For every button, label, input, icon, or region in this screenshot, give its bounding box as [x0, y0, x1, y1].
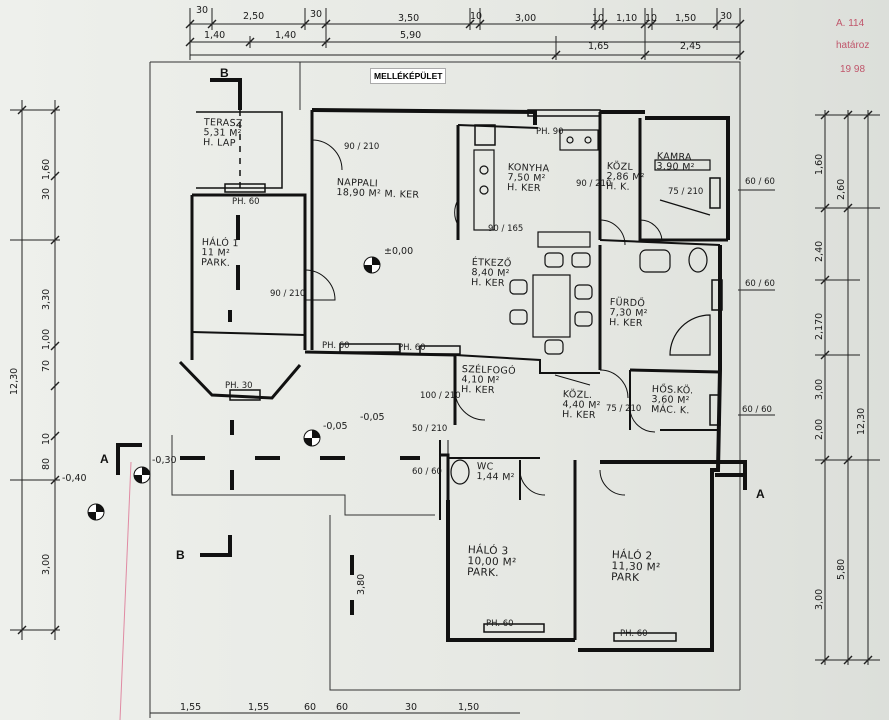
dim-top-3: 30: [310, 9, 323, 20]
axis-marks: [180, 215, 420, 615]
section-label-a-left: A: [100, 452, 109, 466]
dim-left-7: 1,00: [41, 328, 52, 350]
margin-line: [119, 461, 132, 720]
opening-door-90-210-b: 90 / 210: [270, 289, 306, 299]
dim-top-9: 10: [645, 13, 658, 24]
stamp-line2: határoz: [836, 40, 870, 51]
windows: [224, 109, 723, 642]
section-label-b-top: B: [220, 66, 229, 80]
opening-window-60-60-b: 60 / 60: [745, 279, 775, 289]
dim-top2-5: 2,45: [680, 41, 702, 52]
section-markers: [116, 78, 747, 557]
furniture: [450, 129, 711, 485]
doors: [304, 139, 663, 496]
level-markers: [87, 256, 381, 521]
opening-door-75-210: 75 / 210: [668, 187, 704, 197]
opening-90-165: 90 / 165: [488, 224, 524, 234]
dim-right-5: 2,40: [814, 240, 825, 262]
level-terrace: -0,05: [323, 421, 348, 432]
dim-top-4: 3,50: [398, 13, 420, 24]
opening-door-90-210-c: 90 / 210: [576, 179, 612, 189]
opening-door-90-210: 90 / 210: [344, 142, 380, 152]
dim-left-1: 1,60: [41, 158, 52, 180]
dimension-lines: [10, 8, 880, 714]
dim-left-3: 12,30: [9, 367, 20, 395]
stamp-line3: 19 98: [840, 64, 866, 75]
site-outline: [149, 61, 741, 718]
level-outside-far: -0,40: [62, 473, 87, 484]
opening-dim-3-80: 3,80: [356, 573, 367, 595]
dim-bottom-4: 60: [336, 702, 349, 713]
dim-left-4: 3,00: [41, 553, 52, 575]
dim-top-2: 2,50: [243, 11, 265, 22]
opening-ph60-a: PH. 60: [232, 197, 260, 207]
dim-bottom-2: 1,55: [248, 702, 270, 713]
dim-right-4: 5,80: [836, 558, 847, 580]
dim-top-5: 10: [470, 11, 483, 22]
walls: [178, 108, 747, 652]
dim-left-5: 30: [41, 187, 52, 200]
dim-right-2: 2,60: [836, 178, 847, 200]
dim-right-9: 3,00: [814, 588, 825, 610]
opening-ph60-e: PH. 60: [620, 629, 648, 639]
title-badge: MELLÉKÉPÜLET: [370, 68, 447, 84]
dim-top-10: 1,50: [675, 13, 697, 24]
opening-ph60-b: PH. 60: [322, 341, 350, 351]
dim-top2-2: 1,40: [275, 30, 297, 41]
dim-right-6: 2,170: [814, 312, 825, 340]
dim-top-6: 3,00: [515, 13, 537, 24]
dim-top2-4: 1,65: [588, 41, 610, 52]
level-outside-left: -0,30: [152, 455, 177, 466]
opening-ph30: PH. 30: [225, 381, 253, 391]
opening-ph60-c: PH. 60: [398, 343, 426, 353]
level-nappali: ±0,00: [384, 246, 414, 257]
dim-bottom-1: 1,55: [180, 702, 202, 713]
dim-right-7: 3,00: [814, 378, 825, 400]
level-entry: -0,05: [360, 412, 385, 423]
section-label-b-bottom: B: [176, 548, 185, 562]
dim-bottom-5: 30: [405, 702, 418, 713]
dim-top-8: 1,10: [616, 13, 638, 24]
dim-top2-3: 5,90: [400, 30, 422, 41]
dim-bottom-3: 60: [304, 702, 317, 713]
opening-window-60-60-a: 60 / 60: [745, 177, 775, 187]
dim-top-7: 10: [592, 13, 605, 24]
opening-ph60-d: PH. 60: [486, 619, 514, 629]
dim-left-9: 80: [41, 457, 52, 470]
section-label-a-right: A: [756, 487, 765, 501]
dim-right-1: 1,60: [814, 153, 825, 175]
dim-left-8: 10: [41, 432, 52, 445]
dim-right-3: 12,30: [856, 407, 867, 435]
dim-top-11: 30: [720, 11, 733, 22]
dim-right-8: 2,00: [814, 418, 825, 440]
opening-75-210-b: 75 / 210: [606, 404, 642, 414]
opening-door-50-210: 50 / 210: [412, 424, 448, 434]
opening-window-60-60-d: 60 / 60: [412, 467, 442, 477]
stamp-line1: A. 114: [836, 18, 865, 29]
dim-top-1: 30: [196, 5, 209, 16]
dim-top2-1: 1,40: [204, 30, 226, 41]
dim-bottom-6: 1,50: [458, 702, 480, 713]
opening-door-100-210: 100 / 210: [420, 391, 461, 401]
opening-ph90: PH. 90: [536, 127, 564, 137]
opening-window-60-60-c: 60 / 60: [742, 405, 772, 415]
dim-left-2: 3,30: [41, 288, 52, 310]
dim-left-6: 70: [41, 359, 52, 372]
